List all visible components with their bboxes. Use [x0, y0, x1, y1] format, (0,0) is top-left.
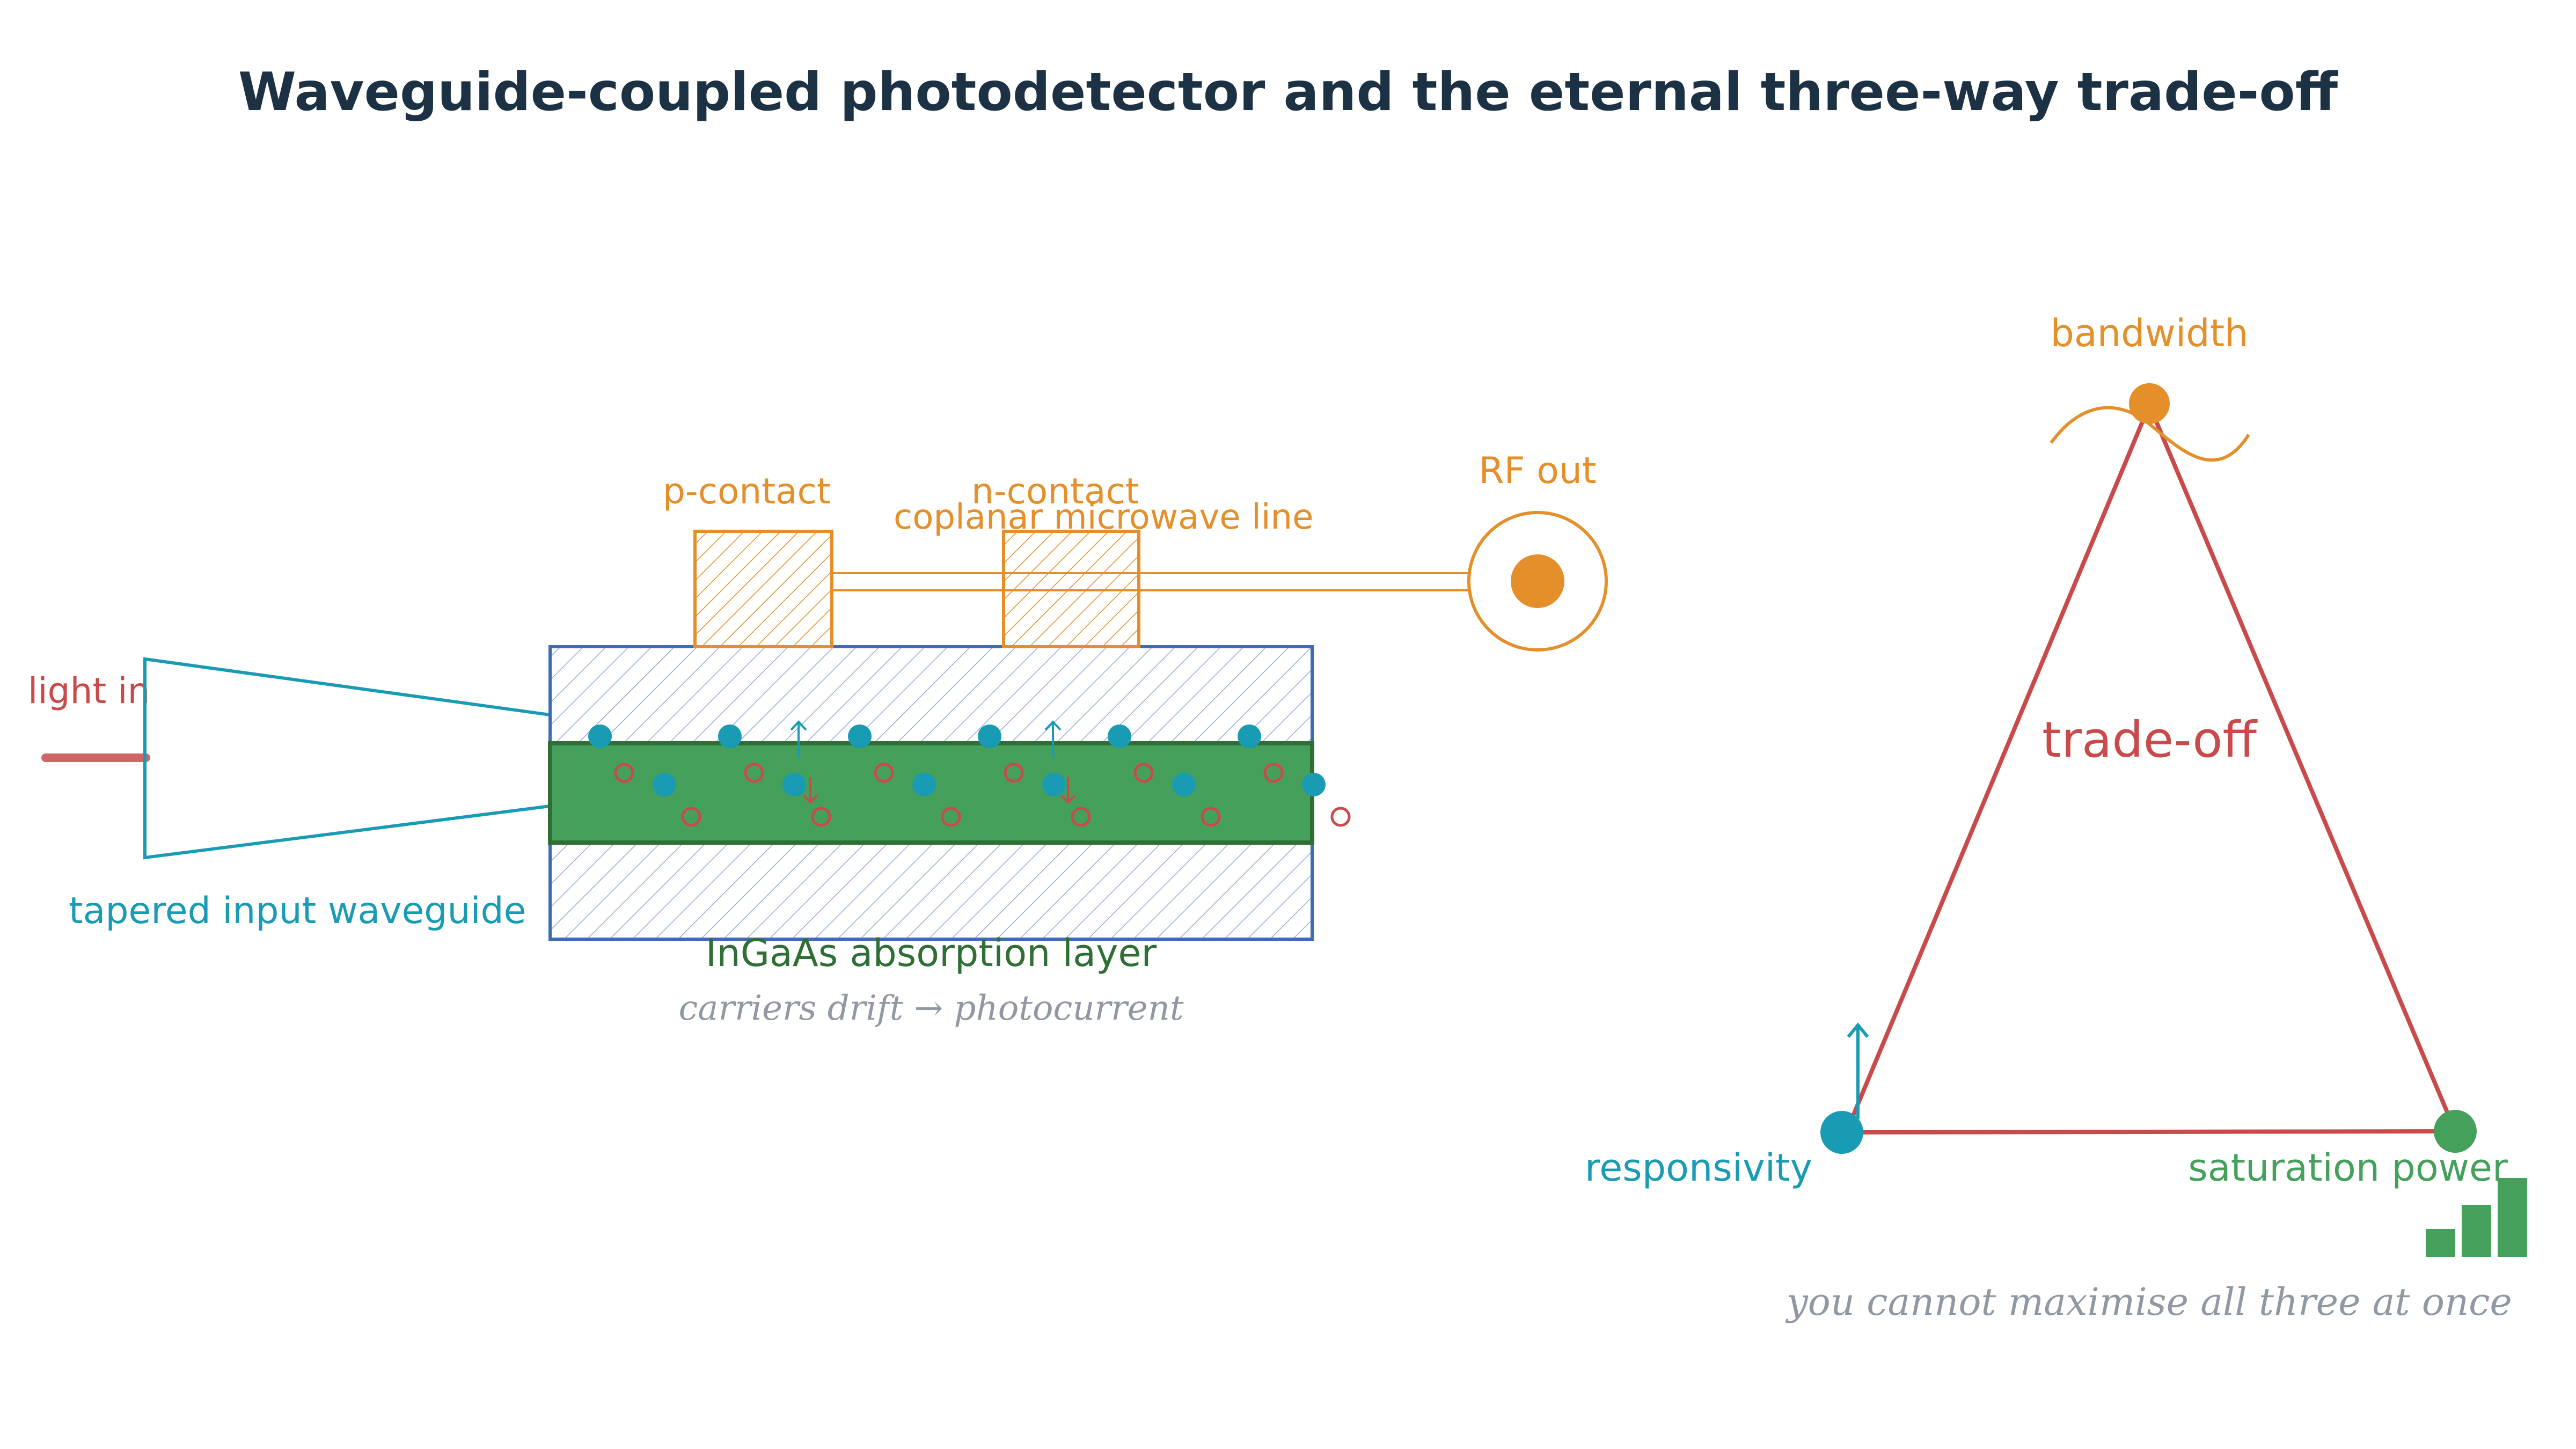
bandwidth-vertex: [2129, 383, 2170, 424]
rf-connector-pin: [1511, 554, 1564, 608]
responsivity-vertex: [1820, 1111, 1863, 1154]
p-contact-label: p-contact: [663, 471, 831, 512]
drift-note: carriers drift → photocurrent: [678, 989, 1183, 1028]
photodetector: light in tapered input waveguide InGaAs …: [28, 450, 1608, 1028]
tradeoff-note: you cannot maximise all three at once: [1785, 1280, 2512, 1324]
electron-dot: [718, 724, 742, 748]
electron-dot: [1108, 724, 1131, 748]
p-contact-pad: [693, 530, 833, 648]
hole-ring: [681, 807, 701, 827]
electron-dot: [848, 724, 872, 748]
electron-dot: [912, 773, 936, 796]
hole-ring: [874, 763, 894, 783]
electron-dot: [1302, 773, 1326, 796]
electron-dot: [782, 773, 806, 796]
electron-dot: [1238, 724, 1261, 748]
hole-ring: [811, 807, 831, 827]
saturation-vertex: [2434, 1110, 2477, 1153]
hole-ring: [1133, 763, 1154, 783]
hole-ring: [1071, 807, 1091, 827]
electron-dot: [978, 724, 1001, 748]
hole-ring: [1330, 807, 1351, 827]
tradeoff-center-label: trade-off: [2042, 711, 2258, 769]
page-title: Waveguide-coupled photodetector and the …: [238, 62, 2339, 123]
carriers: [588, 724, 1351, 827]
hole-ring: [1263, 763, 1284, 783]
light-in-label: light in: [28, 670, 150, 712]
electron-dot: [1042, 773, 1066, 796]
hole-ring: [1004, 763, 1024, 783]
tradeoff-triangle: bandwidth responsivity saturation power …: [1585, 311, 2527, 1324]
hole-ring: [1201, 807, 1221, 827]
tapered-waveguide: [143, 657, 552, 860]
drift-arrows: [790, 720, 1076, 804]
saturation-label: saturation power: [2188, 1146, 2508, 1190]
bandwidth-wave-icon: [2050, 406, 2250, 462]
responsivity-arrow-icon: [1847, 1022, 1869, 1119]
electron-dot: [653, 773, 676, 796]
bandwidth-label: bandwidth: [2050, 311, 2248, 355]
hole-ring: [744, 763, 764, 783]
hole-ring: [941, 807, 961, 827]
responsivity-label: responsivity: [1585, 1146, 1812, 1190]
line-label: coplanar microwave line: [894, 497, 1313, 537]
absorption-label: InGaAs absorption layer: [706, 931, 1157, 975]
n-contact-pad: [1002, 530, 1140, 648]
electron-dot: [1172, 773, 1196, 796]
rf-connector-ring: [1467, 511, 1608, 652]
n-contact-label: n-contact: [971, 471, 1139, 512]
triangle-edges: [1844, 403, 2457, 1135]
power-bars-icon: [2426, 1178, 2527, 1257]
hole-ring: [614, 763, 634, 783]
coplanar-line: [832, 572, 1470, 591]
waveguide-label: tapered input waveguide: [69, 890, 526, 932]
rf-out-label: RF out: [1479, 450, 1596, 492]
electron-dot: [588, 724, 612, 748]
